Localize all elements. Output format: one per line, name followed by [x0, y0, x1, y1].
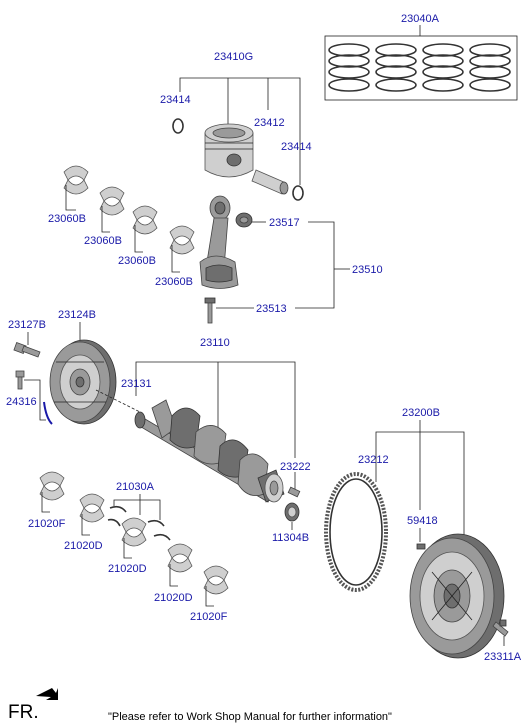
- piston-pin: [251, 169, 289, 195]
- main-bearing-shell-5: [203, 565, 229, 607]
- label-23412: 23412: [254, 117, 285, 129]
- label-23060B-3: 23060B: [118, 255, 156, 267]
- main-bearing-shell-2: [79, 493, 105, 536]
- flywheel-bolt: [492, 619, 509, 637]
- conrod-bearings: 23060B 23060B 23060B 23060B: [48, 165, 195, 288]
- label-23127B: 23127B: [8, 319, 46, 331]
- label-21020F-1: 21020F: [28, 518, 66, 530]
- pulley-bolt: [13, 342, 41, 358]
- label-23131: 23131: [121, 378, 152, 390]
- label-23060B-2: 23060B: [84, 235, 122, 247]
- label-23060B-4: 23060B: [155, 276, 193, 288]
- piston-ring-set: 23040A: [324, 13, 518, 101]
- footer: FR. "Please refer to Work Shop Manual fo…: [8, 688, 392, 723]
- label-23513: 23513: [256, 303, 287, 315]
- main-bearing-shell-3: [121, 517, 147, 559]
- label-21020D-1: 21020D: [64, 540, 103, 552]
- label-24316: 24316: [6, 396, 37, 408]
- main-bearing-shell-1: [39, 471, 65, 513]
- label-23414-left: 23414: [160, 94, 191, 106]
- snap-ring-left: [172, 118, 184, 134]
- label-23410G: 23410G: [214, 51, 253, 63]
- bearing-shell-3: [132, 205, 158, 253]
- pulley-pin: [15, 370, 25, 390]
- ring-set-box: [324, 35, 518, 101]
- conrod-bushing: [235, 212, 253, 228]
- piston: [204, 123, 254, 178]
- conrod-bolt: [204, 297, 216, 324]
- label-23311A: 23311A: [484, 651, 522, 663]
- ring-gear: [324, 472, 388, 592]
- ring-stack-4: [469, 43, 511, 92]
- damper-pulley: [49, 339, 117, 425]
- pulley-highlight-mark: [43, 401, 53, 425]
- label-23510: 23510: [352, 264, 383, 276]
- label-23222: 23222: [280, 461, 311, 473]
- crank-pin: [287, 486, 301, 498]
- crankshaft: [134, 399, 285, 503]
- main-bearings: 21020F 21020D 21030A 21020D 21020D: [28, 471, 229, 623]
- bearing-shell-4: [169, 225, 195, 273]
- label-23212: 23212: [358, 454, 389, 466]
- front-arrow-icon: [36, 688, 58, 700]
- label-59418: 59418: [407, 515, 438, 527]
- label-23124B: 23124B: [58, 309, 96, 321]
- snap-ring-right: [292, 185, 304, 201]
- label-23060B-1: 23060B: [48, 213, 86, 225]
- thrust-washers: [107, 505, 171, 541]
- piston-assembly: 23410G 23414 23412 23414: [160, 51, 312, 201]
- bearing-shell-1: [63, 165, 89, 211]
- front-direction-label: FR.: [8, 702, 39, 723]
- flywheel: [409, 533, 505, 659]
- crankshaft-assembly: 23110 23131 23222: [95, 337, 311, 503]
- label-23110: 23110: [200, 337, 230, 349]
- rear-oil-seal: 11304B: [272, 502, 309, 544]
- label-21020D-3: 21020D: [154, 592, 193, 604]
- label-23517: 23517: [269, 217, 300, 229]
- ring-stack-1: [328, 43, 370, 92]
- label-21020D-2: 21020D: [108, 563, 147, 575]
- bearing-shell-2: [99, 186, 125, 233]
- workshop-manual-note: "Please refer to Work Shop Manual for fu…: [108, 711, 392, 723]
- dowel-pin: [416, 543, 426, 550]
- label-11304B: 11304B: [272, 532, 309, 544]
- label-23200B: 23200B: [402, 407, 440, 419]
- main-bearing-shell-4: [167, 543, 193, 587]
- label-23040A: 23040A: [401, 13, 440, 25]
- connecting-rod: [199, 195, 239, 289]
- ring-stack-3: [422, 43, 464, 92]
- label-21030A: 21030A: [116, 481, 155, 493]
- label-21020F-2: 21020F: [190, 611, 228, 623]
- damper-pulley-assembly: 23127B 23124B 24316: [6, 309, 117, 425]
- flywheel-assembly: 23200B 23212 59418 23311A: [324, 407, 522, 663]
- ring-stack-2: [375, 43, 417, 92]
- connecting-rod-assembly: 23517 23510 23513: [199, 195, 383, 324]
- label-23414-right: 23414: [281, 141, 312, 153]
